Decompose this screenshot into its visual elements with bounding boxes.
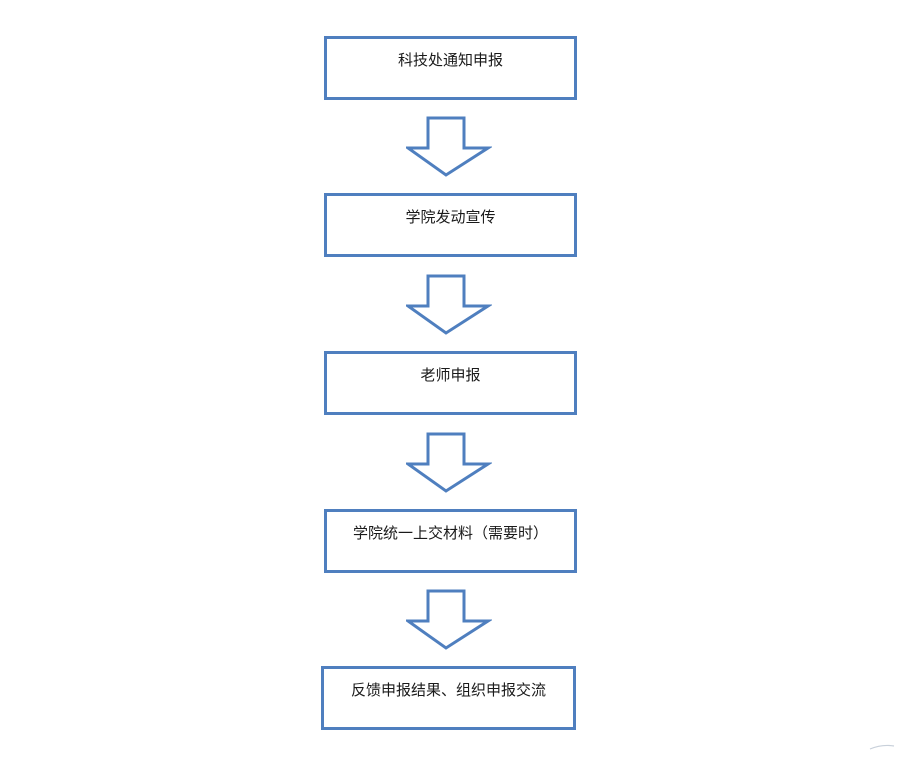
down-arrow-3 <box>406 432 492 493</box>
corner-resize-mark <box>869 744 895 750</box>
down-arrow-2 <box>406 274 492 335</box>
down-arrow-4 <box>406 589 492 650</box>
step-4-label: 学院统一上交材料（需要时） <box>352 524 548 542</box>
step-5-box: 反馈申报结果、组织申报交流 <box>321 666 576 730</box>
step-1-label: 科技处通知申报 <box>397 51 503 69</box>
step-5-label: 反馈申报结果、组织申报交流 <box>350 681 546 699</box>
step-1-box: 科技处通知申报 <box>324 36 577 100</box>
step-2-box: 学院发动宣传 <box>324 193 577 257</box>
step-3-box: 老师申报 <box>324 351 577 415</box>
down-arrow-1 <box>406 116 492 177</box>
step-4-box: 学院统一上交材料（需要时） <box>324 509 577 573</box>
step-2-label: 学院发动宣传 <box>405 208 496 226</box>
step-3-label: 老师申报 <box>420 366 481 384</box>
